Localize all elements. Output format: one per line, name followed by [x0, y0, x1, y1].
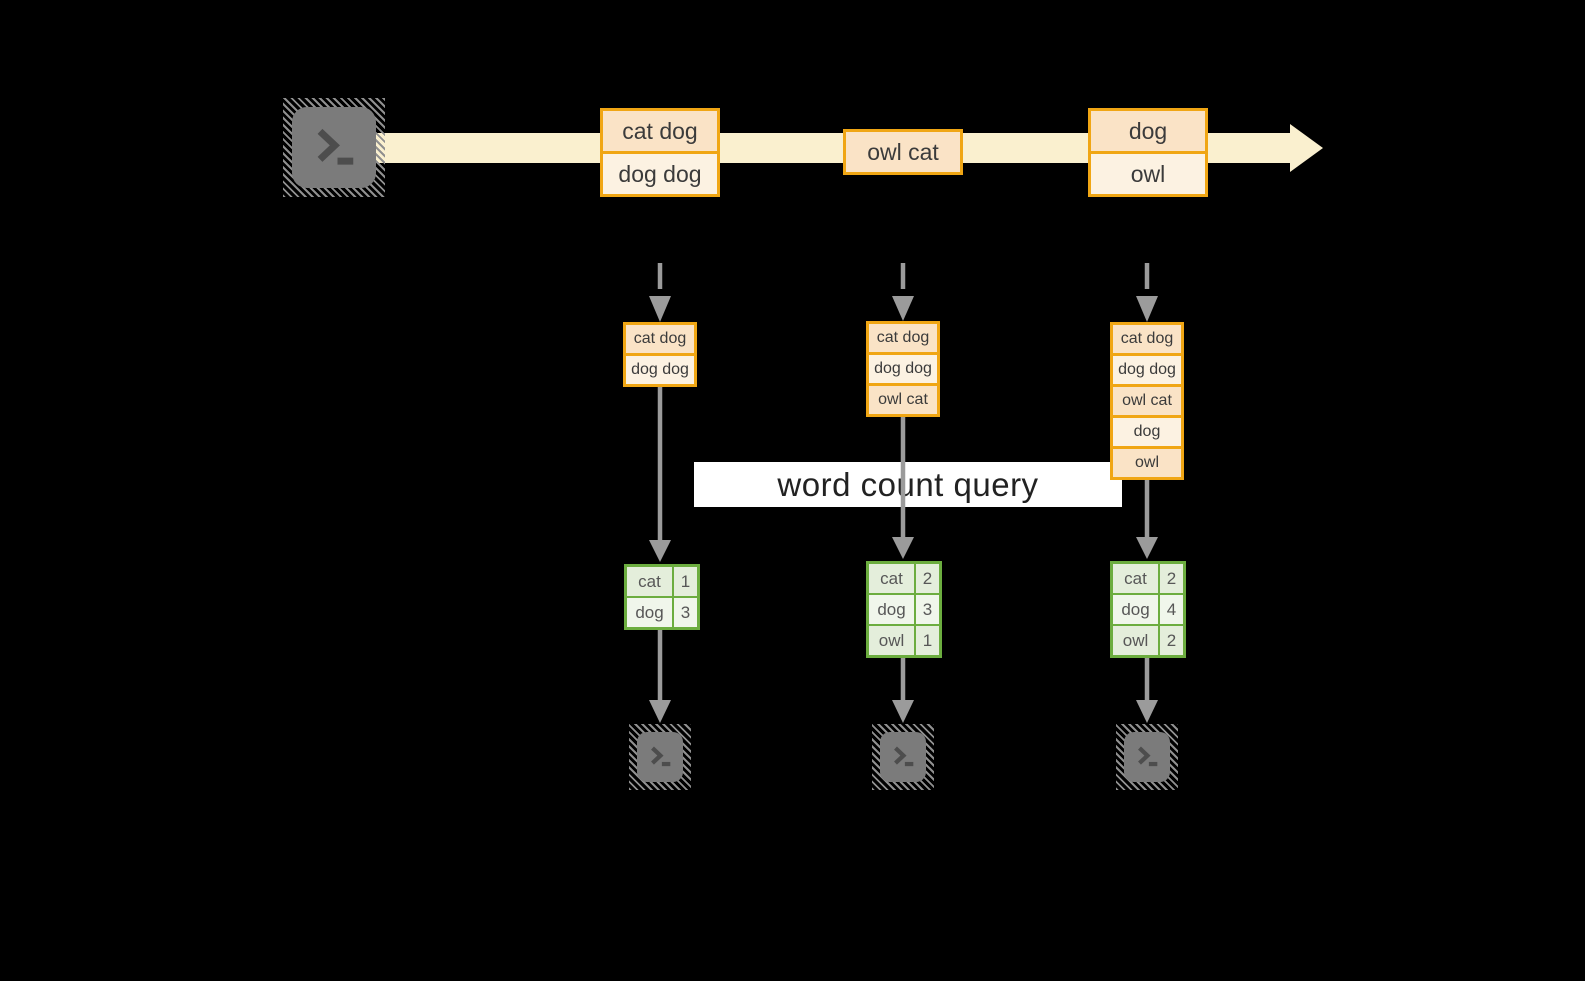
state-stack-1: cat dog dog dog: [623, 322, 697, 387]
result-count-cell: 3: [916, 595, 939, 624]
state-row: owl cat: [1113, 387, 1181, 415]
sink-terminal-icon-3: [1116, 724, 1178, 790]
result-count-cell: 2: [916, 564, 939, 593]
output-arrow-3-icon: [1136, 658, 1158, 723]
state-row: dog dog: [626, 356, 694, 384]
result-word-cell: cat: [627, 567, 672, 596]
stream-batch-row: dog dog: [603, 154, 717, 194]
result-word-cell: dog: [869, 595, 914, 624]
result-word-cell: cat: [869, 564, 914, 593]
dashed-arrow-2-icon: [892, 263, 914, 321]
result-word-cell: owl: [869, 626, 914, 655]
state-stack-3: cat dog dog dog owl cat dog owl: [1110, 322, 1184, 480]
result-word-cell: dog: [1113, 595, 1158, 624]
state-row: owl cat: [869, 386, 937, 414]
result-arrow-1-icon: [649, 387, 671, 562]
state-row: cat dog: [869, 324, 937, 352]
result-count-cell: 3: [674, 598, 697, 627]
dashed-arrow-1-icon: [649, 263, 671, 322]
output-arrow-2-icon: [892, 658, 914, 723]
terminal-prompt-icon: [1138, 746, 1158, 767]
result-arrow-3-icon: [1136, 480, 1158, 559]
terminal-prompt-icon: [894, 746, 914, 767]
terminal-screen: [292, 107, 376, 188]
result-count-cell: 1: [916, 626, 939, 655]
state-row: dog dog: [1113, 356, 1181, 384]
state-row: dog: [1113, 418, 1181, 446]
result-table-1: cat 1 dog 3: [624, 564, 700, 630]
stream-batch-1: cat dog dog dog: [600, 108, 720, 197]
stream-batch-row: cat dog: [603, 111, 717, 151]
state-row: cat dog: [1113, 325, 1181, 353]
result-table-3: cat 2 dog 4 owl 2: [1110, 561, 1186, 658]
state-row: owl: [1113, 449, 1181, 477]
sink-terminal-icon-2: [872, 724, 934, 790]
output-arrow-1-icon: [649, 630, 671, 723]
state-row: cat dog: [626, 325, 694, 353]
stream-batch-3: dog owl: [1088, 108, 1208, 197]
result-count-cell: 2: [1160, 626, 1183, 655]
result-count-cell: 4: [1160, 595, 1183, 624]
result-table-2: cat 2 dog 3 owl 1: [866, 561, 942, 658]
state-stack-2: cat dog dog dog owl cat: [866, 321, 940, 417]
terminal-prompt-icon: [317, 128, 354, 165]
terminal-prompt-icon: [651, 746, 671, 767]
result-word-cell: cat: [1113, 564, 1158, 593]
terminal-screen: [1124, 732, 1170, 782]
stream-batch-row: dog: [1091, 111, 1205, 151]
stream-source-terminal-icon: [283, 98, 385, 197]
result-count-cell: 1: [674, 567, 697, 596]
dashed-arrow-3-icon: [1136, 263, 1158, 322]
sink-terminal-icon-1: [629, 724, 691, 790]
result-arrow-2-icon: [892, 417, 914, 559]
stream-band-arrowhead-icon: [1290, 124, 1323, 172]
word-count-query-text: word count query: [777, 465, 1039, 503]
state-row: dog dog: [869, 355, 937, 383]
word-count-query-label: word count query: [694, 462, 1122, 507]
result-word-cell: owl: [1113, 626, 1158, 655]
stream-batch-row: owl cat: [846, 132, 960, 172]
terminal-screen: [880, 732, 926, 782]
stream-batch-row: owl: [1091, 154, 1205, 194]
result-count-cell: 2: [1160, 564, 1183, 593]
terminal-screen: [637, 732, 683, 782]
stream-batch-2: owl cat: [843, 129, 963, 175]
result-word-cell: dog: [627, 598, 672, 627]
